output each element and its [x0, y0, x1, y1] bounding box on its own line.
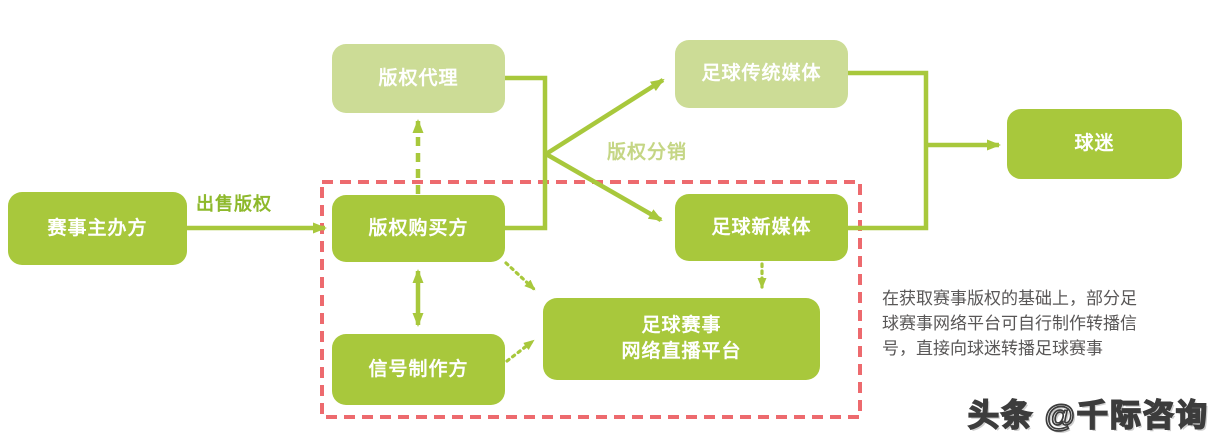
- annotation-text: 在获取赛事版权的基础上，部分足 球赛事网络平台可自行制作转播信 号，直接向球迷转…: [882, 289, 1137, 358]
- node-fans-label: 球迷: [1074, 133, 1115, 155]
- edge-distribute-to-traditional: [544, 78, 665, 156]
- node-event-organizer-label: 赛事主办方: [47, 217, 148, 239]
- node-traditional-media: 足球传统媒体: [675, 40, 848, 108]
- connector-left-bracket: [505, 75, 548, 231]
- node-new-media: 足球新媒体: [675, 194, 848, 261]
- node-signal-producer-label: 信号制作方: [368, 358, 469, 380]
- watermark-text: 头条 @千际咨询: [967, 397, 1209, 434]
- edge-label-sell-copyright: 出售版权: [196, 194, 272, 214]
- node-copyright-agent-label: 版权代理: [378, 67, 459, 89]
- node-traditional-media-label: 足球传统媒体: [701, 63, 822, 85]
- edge-signal-to-platform-dotted: [505, 339, 535, 363]
- edge-label-distribute-copyright: 版权分销: [607, 142, 688, 163]
- node-copyright-agent: 版权代理: [332, 44, 505, 113]
- red-dashed-zone: [320, 180, 862, 419]
- node-live-platform-label: 足球赛事 网络直播平台: [621, 315, 742, 362]
- node-event-organizer: 赛事主办方: [8, 192, 187, 265]
- edge-buyer-to-platform-dotted: [504, 261, 536, 291]
- node-signal-producer: 信号制作方: [332, 334, 505, 405]
- node-new-media-label: 足球新媒体: [711, 216, 812, 238]
- node-live-platform: 足球赛事 网络直播平台: [543, 298, 820, 380]
- edge-distribute-to-newmedia: [544, 152, 663, 222]
- connector-right-bracket: [848, 70, 929, 231]
- node-copyright-buyer: 版权购买方: [332, 195, 505, 262]
- node-fans: 球迷: [1007, 109, 1182, 179]
- node-copyright-buyer-label: 版权购买方: [368, 217, 469, 239]
